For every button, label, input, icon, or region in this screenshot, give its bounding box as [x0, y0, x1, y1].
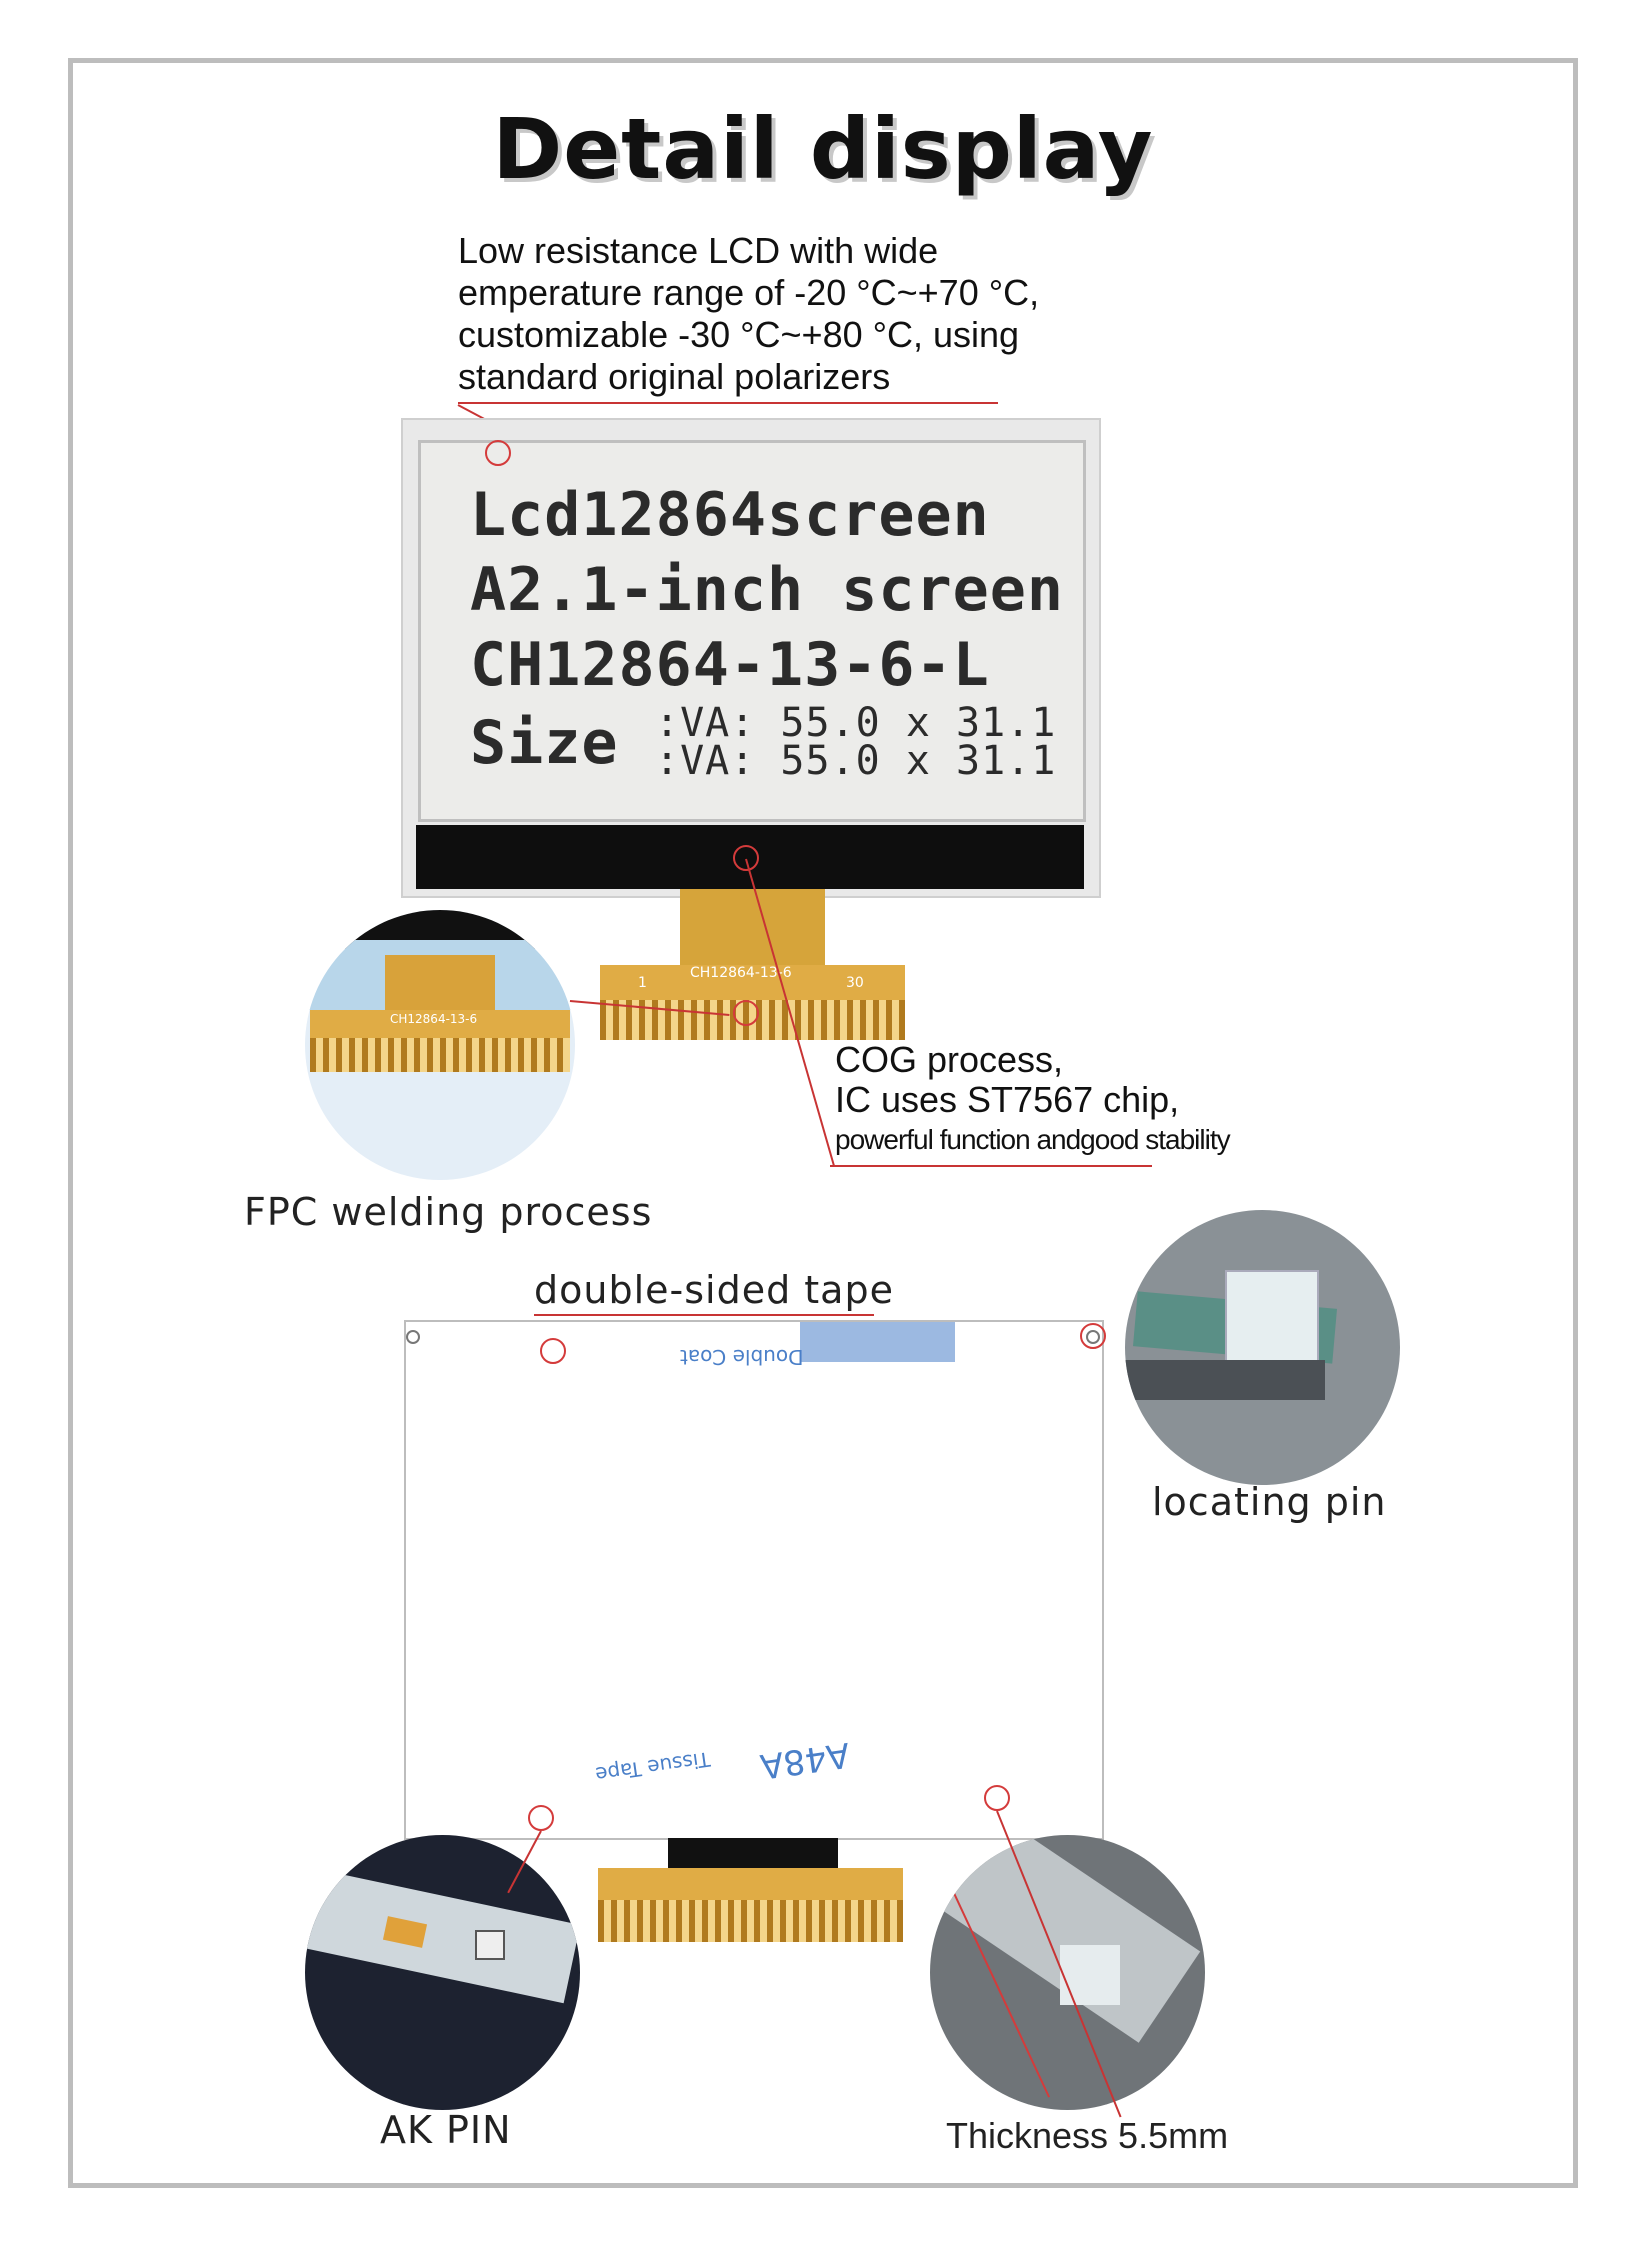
back-fpc-strip — [668, 1838, 838, 1868]
fpc-tail — [600, 965, 905, 1001]
lcd-back-panel — [404, 1320, 1104, 1840]
closeup-thickness-corner — [1060, 1945, 1120, 2005]
lcd-size-label: Size — [470, 708, 619, 778]
lcd-screen — [418, 440, 1086, 822]
tape-text-top: Double Coat — [680, 1345, 804, 1369]
fpc-pin-last: 30 — [846, 975, 864, 991]
closeup-fpc-pins — [310, 1038, 570, 1072]
tape-label: double-sided tape — [534, 1268, 894, 1312]
back-fpc-pins — [598, 1900, 903, 1942]
cog-feature-note: COG process, IC uses ST7567 chip, powerf… — [835, 1039, 1231, 1160]
closeup-locating-pin — [1225, 1270, 1319, 1369]
cog-note-line: IC uses ST7567 chip, — [835, 1079, 1180, 1120]
fpc-pin-first: 1 — [638, 975, 647, 991]
tape-print-top — [800, 1322, 955, 1362]
lcd-text-line: A2.1-inch screen — [470, 555, 1064, 625]
lcd-size-value: :VA: 55.0 x 31.1 — [655, 700, 1057, 746]
lcd-note-line: standard original polarizers — [458, 356, 891, 397]
lcd-text-line: Lcd12864screen — [470, 480, 990, 550]
locating-pin-marker-ring — [1080, 1323, 1106, 1349]
cog-note-line: COG process, — [835, 1039, 1064, 1080]
closeup-fpc-marking: CH12864-13-6 — [390, 1012, 478, 1026]
cog-marker-ring — [733, 845, 759, 871]
closeup-ak-frame — [305, 1866, 580, 2004]
ak-pin-marker-ring — [528, 1805, 554, 1831]
lcd-note-line: customizable -30 °C~+80 °C, using — [458, 314, 1020, 355]
locating-pin-closeup — [1125, 1210, 1400, 1485]
tape-label-underline — [534, 1314, 874, 1316]
lcd-size-value: :VA: 55.0 x 31.1 — [655, 738, 1057, 784]
back-fpc-body — [598, 1868, 903, 1902]
closeup-fpc-body — [310, 1010, 570, 1040]
lcd-note-line: emperature range of -20 °C~+70 °C, — [458, 272, 1040, 313]
lcd-feature-note: Low resistance LCD with wide emperature … — [458, 230, 1039, 398]
closeup-fpc-neck — [385, 955, 495, 1010]
polarizer-marker-ring — [485, 440, 511, 466]
ak-pin-closeup — [305, 1835, 580, 2110]
closeup-pin-shadow — [1125, 1360, 1325, 1400]
fpc-neck — [680, 889, 825, 969]
mount-hole — [406, 1330, 420, 1344]
thickness-label: Thickness 5.5mm — [946, 2115, 1229, 2156]
fpc-welding-closeup: CH12864-13-6 — [305, 910, 575, 1180]
lcd-text-line: CH12864-13-6-L — [470, 630, 990, 700]
cog-note-line: powerful function andgood stability — [835, 1124, 1231, 1155]
fpc-model-marking: CH12864-13-6 — [690, 965, 792, 981]
thickness-closeup — [930, 1835, 1205, 2110]
closeup-ak-pin — [475, 1930, 505, 1960]
page-frame — [68, 58, 1578, 2188]
tape-marker-ring — [540, 1338, 566, 1364]
lcd-note-line: Low resistance LCD with wide — [458, 230, 939, 271]
ak-pin-label: AK PIN — [380, 2108, 512, 2152]
cog-note-underline — [830, 1165, 1152, 1167]
lcd-note-underline — [458, 402, 998, 404]
locating-pin-label: locating pin — [1152, 1480, 1387, 1524]
fpc-welding-label: FPC welding process — [244, 1190, 653, 1234]
thickness-marker-ring — [984, 1785, 1010, 1811]
fpc-marker-ring — [733, 1000, 759, 1026]
page-title: Detail display — [492, 100, 1154, 198]
